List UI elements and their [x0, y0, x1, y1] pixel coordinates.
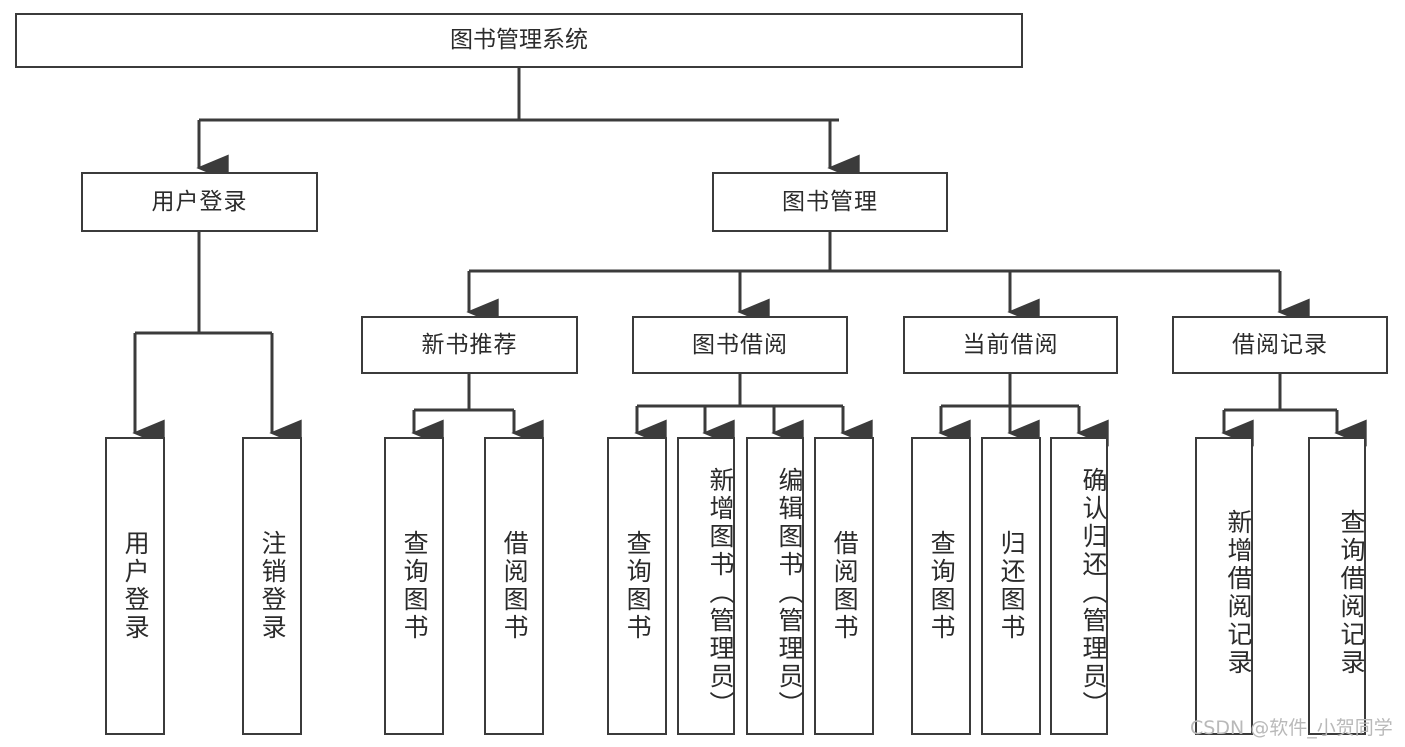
node-label: 新书推荐	[421, 331, 518, 358]
leaf-book-borrow-borrow[interactable]: 借阅图书	[814, 437, 874, 735]
leaf-user-login-login[interactable]: 用户登录	[105, 437, 165, 735]
leaf-current-borrow-return[interactable]: 归还图书	[981, 437, 1041, 735]
node-label: 新增图书（管理员）	[706, 467, 735, 719]
node-root-system[interactable]: 图书管理系统	[15, 13, 1023, 68]
leaf-new-book-query[interactable]: 查询图书	[384, 437, 444, 735]
node-label: 图书借阅	[692, 331, 788, 358]
leaf-user-login-logout[interactable]: 注销登录	[242, 437, 302, 735]
node-label: 借阅图书	[830, 530, 860, 642]
node-label: 图书管理	[782, 188, 878, 215]
node-label: 用户登录	[121, 530, 151, 642]
node-label: 新增借阅记录	[1224, 509, 1253, 677]
leaf-new-book-borrow[interactable]: 借阅图书	[484, 437, 544, 735]
node-label: 查询图书	[400, 530, 430, 642]
node-label: 借阅图书	[500, 530, 530, 642]
node-label: 查询借阅记录	[1337, 509, 1366, 677]
node-label: 当前借阅	[962, 331, 1059, 358]
node-label: 查询图书	[927, 530, 957, 642]
leaf-borrow-record-add[interactable]: 新增借阅记录	[1195, 437, 1253, 735]
node-label: 图书管理系统	[450, 27, 588, 54]
node-label: 用户登录	[151, 188, 248, 215]
leaf-current-borrow-confirm-return[interactable]: 确认归还（管理员）	[1050, 437, 1108, 735]
leaf-borrow-record-query[interactable]: 查询借阅记录	[1308, 437, 1366, 735]
node-label: 确认归还（管理员）	[1079, 467, 1108, 719]
node-new-book-recommend[interactable]: 新书推荐	[361, 316, 578, 374]
node-label: 归还图书	[997, 530, 1027, 642]
node-label: 借阅记录	[1232, 331, 1328, 358]
node-label: 注销登录	[258, 530, 288, 642]
node-borrow-record[interactable]: 借阅记录	[1172, 316, 1388, 374]
node-book-borrow[interactable]: 图书借阅	[632, 316, 848, 374]
leaf-book-borrow-query[interactable]: 查询图书	[607, 437, 667, 735]
leaf-book-borrow-add[interactable]: 新增图书（管理员）	[677, 437, 735, 735]
node-book-management[interactable]: 图书管理	[712, 172, 948, 232]
node-label: 查询图书	[623, 530, 653, 642]
node-label: 编辑图书（管理员）	[775, 467, 804, 719]
node-user-login[interactable]: 用户登录	[81, 172, 318, 232]
node-current-borrow[interactable]: 当前借阅	[903, 316, 1118, 374]
leaf-current-borrow-query[interactable]: 查询图书	[911, 437, 971, 735]
leaf-book-borrow-edit[interactable]: 编辑图书（管理员）	[746, 437, 804, 735]
